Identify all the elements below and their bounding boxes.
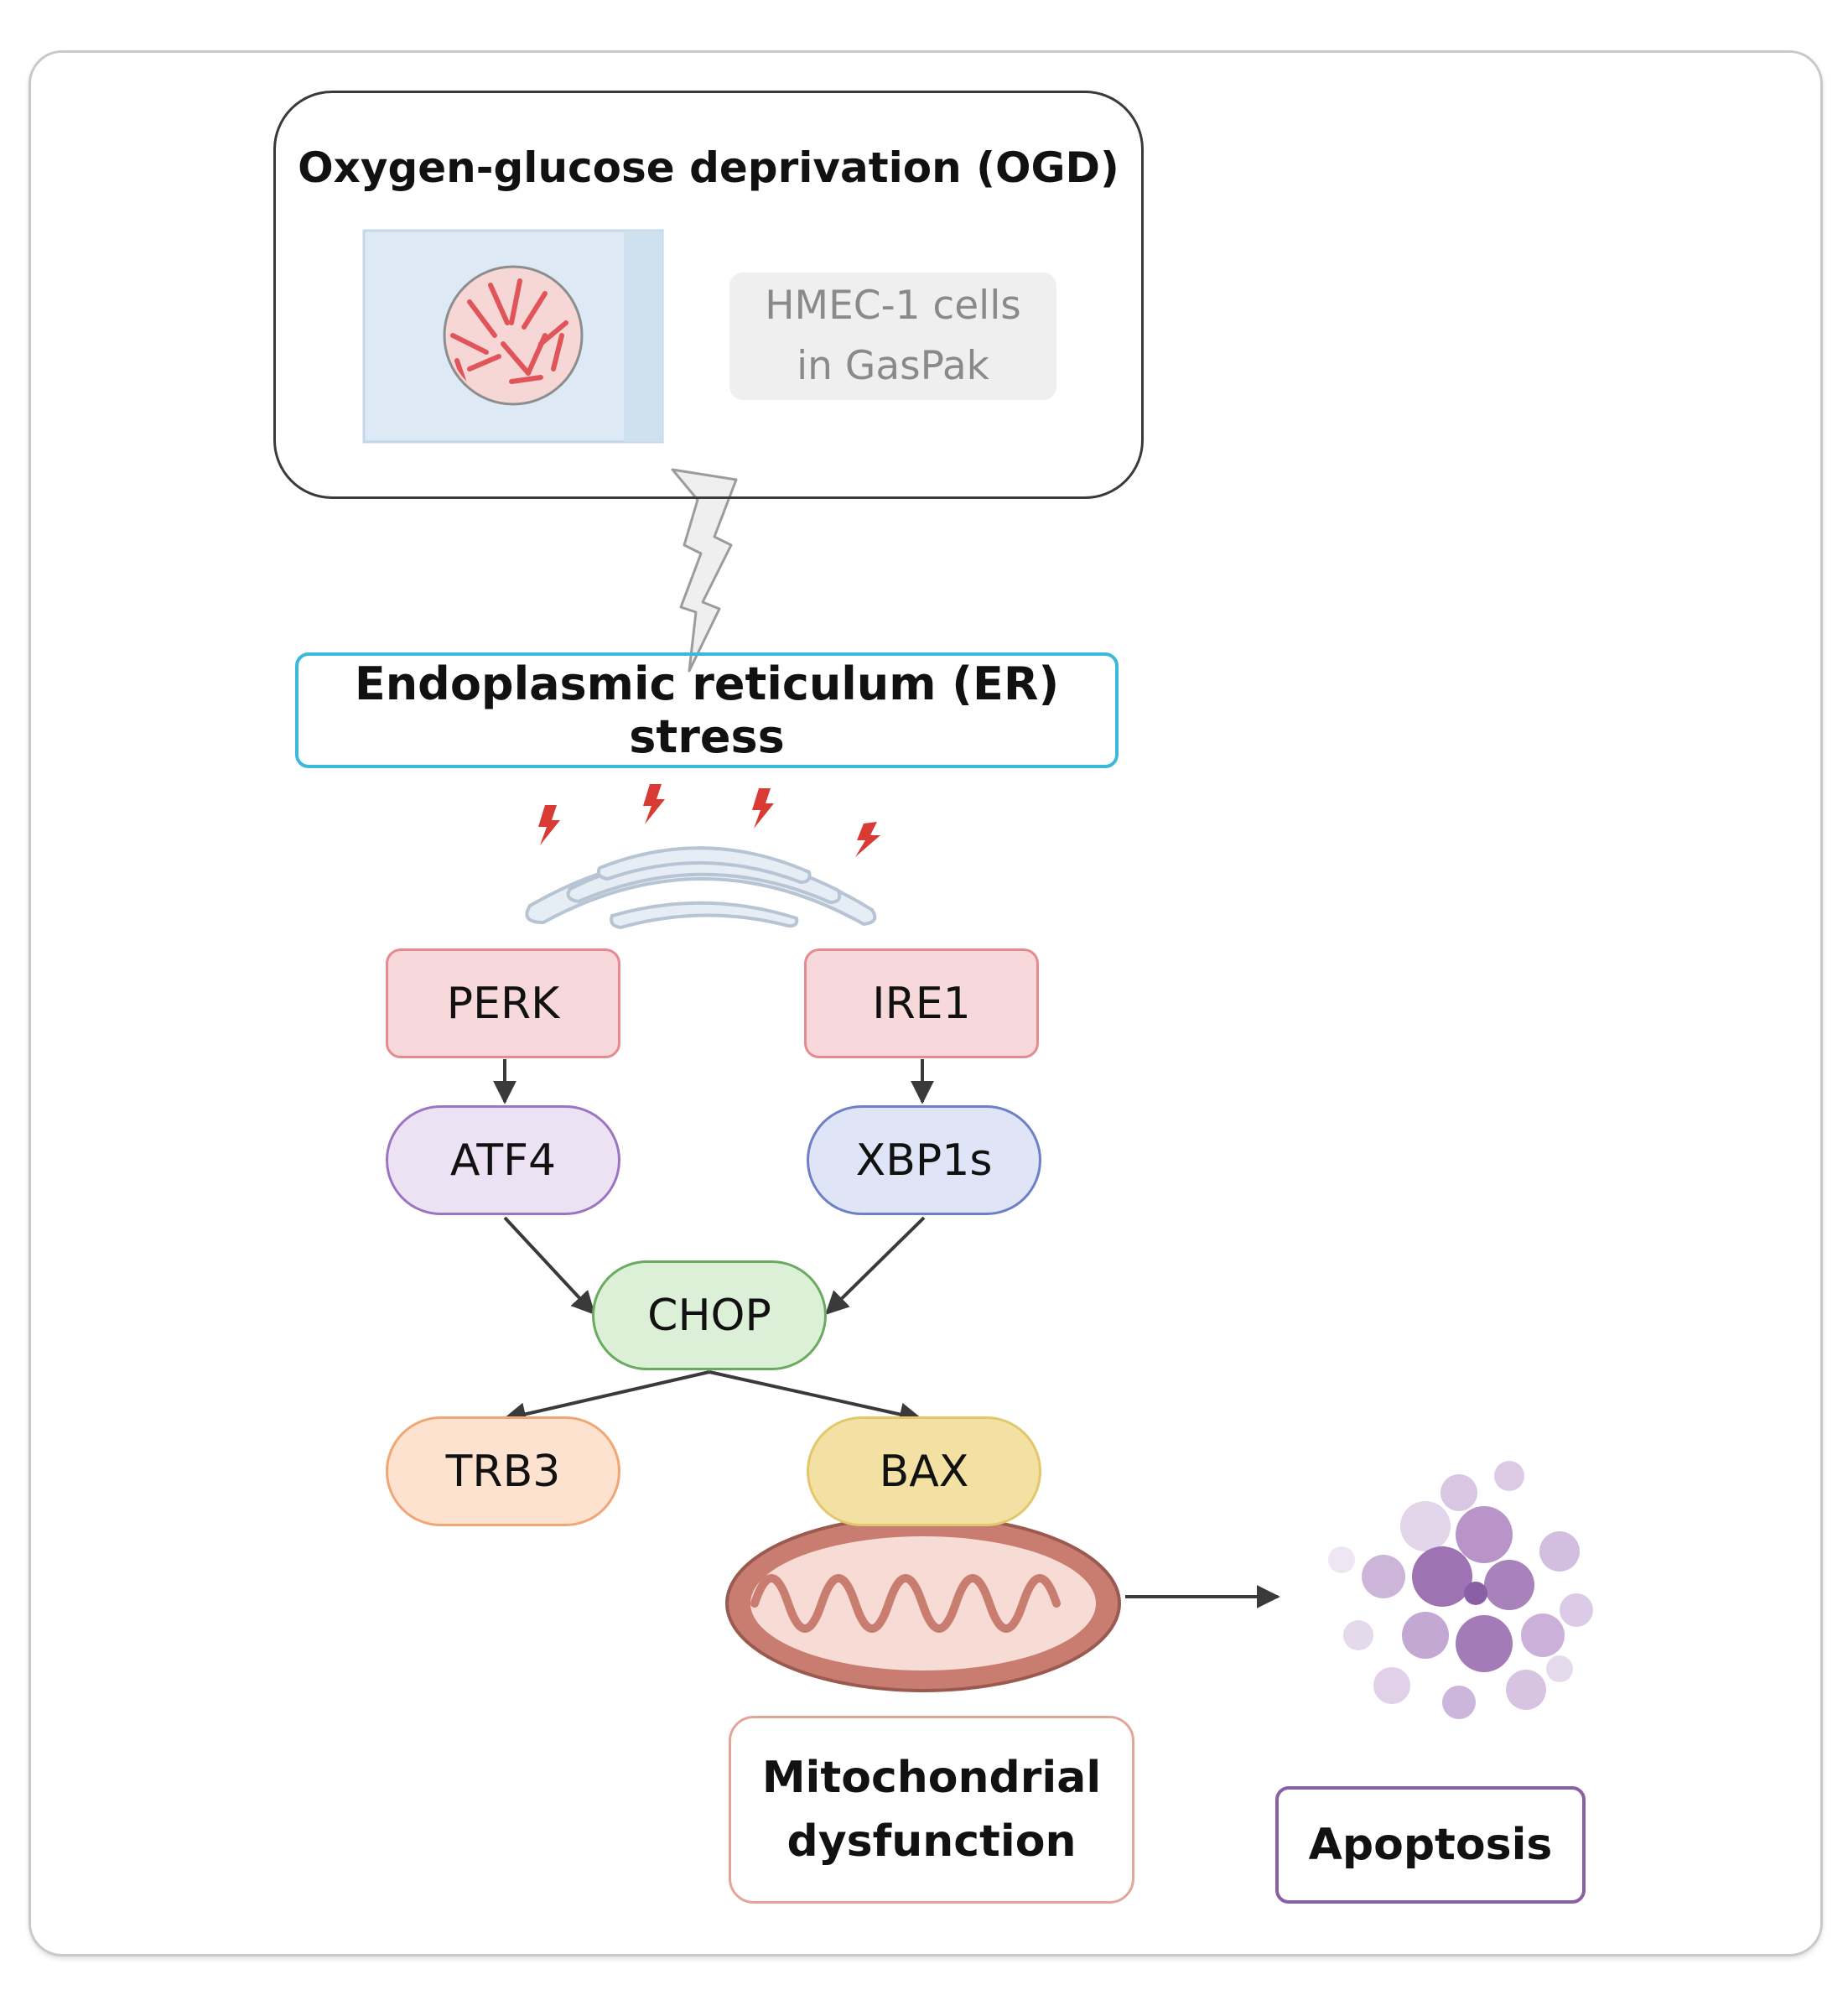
er-organelle-icon (525, 846, 877, 930)
pathway-arrows (493, 1059, 1280, 1608)
node-perk: PERK (386, 948, 620, 1058)
stress-bolt-icons (538, 784, 880, 857)
cells-icon (450, 278, 568, 388)
node-chop: CHOP (592, 1260, 827, 1370)
gaspak-bag-icon (362, 229, 664, 444)
node-atf4: ATF4 (386, 1105, 620, 1215)
ogd-title: Oxygen-glucose deprivation (OGD) (298, 143, 1119, 192)
node-ire1: IRE1 (804, 948, 1039, 1058)
node-xbp1s: XBP1s (807, 1105, 1041, 1215)
apoptosis-box: Apoptosis (1275, 1786, 1586, 1904)
mitochondrion-icon (725, 1515, 1121, 1692)
node-trb3: TRB3 (386, 1416, 620, 1526)
hmec-caption: HMEC-1 cells in GasPak (729, 273, 1056, 400)
mitochondrial-dysfunction-box: Mitochondrial dysfunction (729, 1716, 1134, 1904)
apoptotic-cell-icon (1328, 1461, 1593, 1719)
ogd-box: Oxygen-glucose deprivation (OGD) (273, 91, 1144, 499)
lightning-arrow-icon (671, 468, 738, 673)
er-stress-box: Endoplasmic reticulum (ER) stress (295, 652, 1119, 768)
node-bax: BAX (807, 1416, 1041, 1526)
